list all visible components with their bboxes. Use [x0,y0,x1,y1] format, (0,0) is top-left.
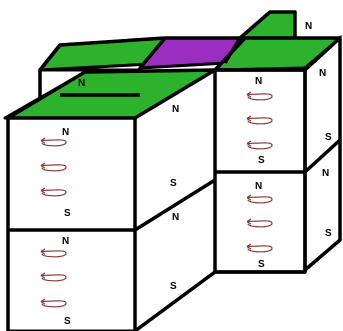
pole-label-north: N [255,76,262,87]
pole-label-south: S [64,208,71,219]
front-lower-block-front [6,228,137,331]
pole-label-north: N [305,21,312,32]
pole-label-south: S [170,281,177,292]
pole-label-north: N [172,212,179,223]
pole-label-south: S [170,178,177,189]
pole-label-north: N [62,236,69,247]
pole-label-north: N [255,181,262,192]
pole-label-north: N [172,104,179,115]
pole-label-south: S [258,155,265,166]
back-right-top-face [223,10,297,40]
pole-label-south: S [325,228,332,239]
pole-label-south: S [325,132,332,143]
pole-label-north: N [319,68,326,79]
pole-label-north: N [322,168,329,179]
block-edges [6,10,342,331]
pole-label-north: N [62,127,69,138]
pole-label-north: N [78,78,85,89]
pole-labels: N N N N N N S S N S N S N S N S S S [62,21,332,327]
pole-label-south: S [258,259,265,270]
pole-label-south: S [64,316,71,327]
front-upper-block-front [6,116,137,232]
